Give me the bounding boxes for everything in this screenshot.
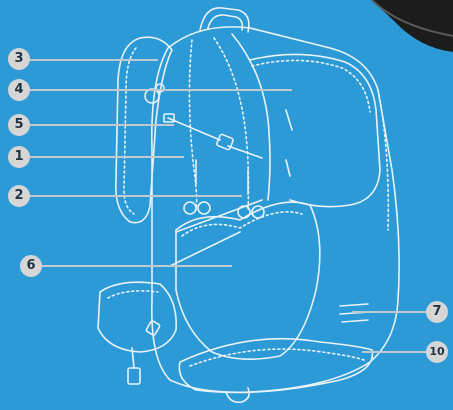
callout-badge-7: 7 xyxy=(426,301,448,323)
hip-belt-buckle xyxy=(128,368,140,384)
callout-number-7: 7 xyxy=(432,301,441,323)
callout-number-4: 4 xyxy=(14,79,23,101)
zip-track-right xyxy=(214,38,249,210)
hip-belt xyxy=(98,282,176,352)
shoulder-strap xyxy=(116,37,172,222)
callout-badge-10: 10 xyxy=(426,341,448,363)
side-seam xyxy=(286,110,292,176)
vent-slot-a xyxy=(340,304,368,306)
shoulder-strap-stitch xyxy=(124,48,136,214)
callout-badge-4: 4 xyxy=(8,79,30,101)
top-pocket-zip xyxy=(252,60,370,112)
zipper-ring-1b xyxy=(198,202,210,214)
zip-track-center xyxy=(232,34,270,200)
callout-badge-6: 6 xyxy=(20,255,42,277)
front-pocket xyxy=(176,202,320,359)
compression-strap-lower xyxy=(170,232,240,266)
front-pocket-stitch xyxy=(182,212,302,236)
zipper-ring-1a xyxy=(184,202,196,214)
callout-number-2: 2 xyxy=(14,185,23,207)
callout-badge-2: 2 xyxy=(8,185,30,207)
callout-number-6: 6 xyxy=(26,255,35,277)
hip-belt-stitch xyxy=(108,291,158,298)
callout-number-1: 1 xyxy=(14,146,23,168)
bottom-loop xyxy=(226,388,249,402)
callout-number-10: 10 xyxy=(429,341,444,363)
base-panel-stitch xyxy=(190,349,364,366)
callout-number-3: 3 xyxy=(14,48,23,70)
callout-number-5: 5 xyxy=(14,114,23,136)
base-panel xyxy=(179,339,372,393)
vent-slot-c xyxy=(342,320,368,322)
callout-badge-5: 5 xyxy=(8,114,30,136)
callout-badge-1: 1 xyxy=(8,146,30,168)
callout-badge-3: 3 xyxy=(8,48,30,70)
